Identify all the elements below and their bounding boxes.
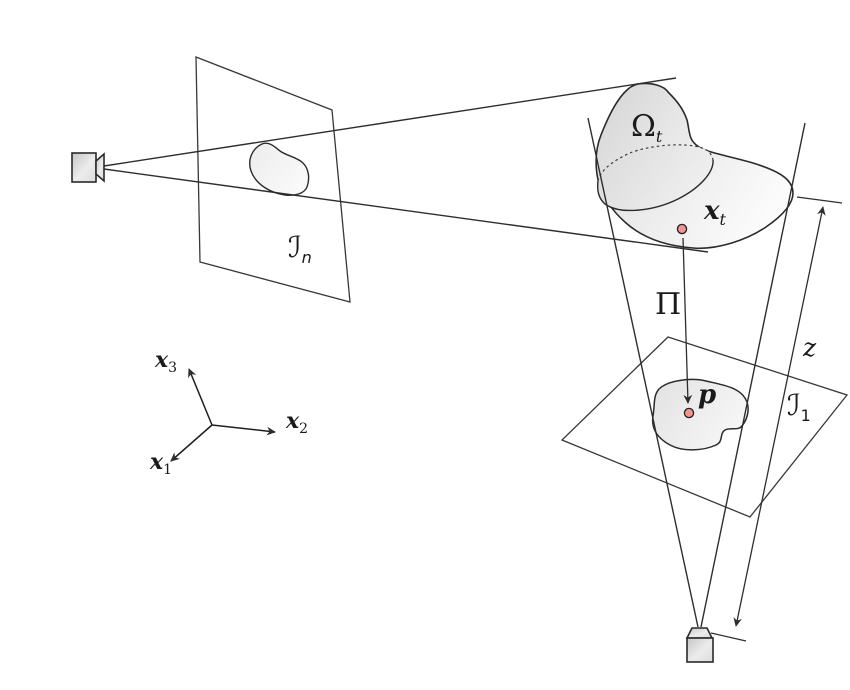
axis-x1-arrow	[170, 424, 213, 462]
label-pi: Π	[655, 287, 681, 322]
camera-n-icon	[71, 152, 105, 183]
silhouette-blob-plane-n	[249, 142, 310, 196]
label-z: z	[802, 333, 817, 362]
ray-camera-n-lower	[103, 168, 709, 253]
label-axis-x1: x1	[149, 449, 172, 478]
silhouette-blob-plane-1	[651, 378, 749, 451]
label-axis-x3: x3	[154, 347, 177, 376]
label-plane-n: ℐn	[288, 230, 312, 267]
label-plane-1: ℐ1	[787, 388, 811, 425]
label-p: p	[698, 380, 716, 410]
region-boundary-solid	[597, 144, 714, 211]
point-x-t	[676, 223, 688, 235]
depth-dimension-line	[733, 206, 826, 627]
point-p	[683, 407, 695, 419]
ray-camera-1-left	[587, 117, 699, 628]
axis-x2-arrow	[211, 424, 276, 436]
depth-tick-top	[796, 196, 843, 204]
projection-arrow	[682, 237, 693, 404]
axis-x3-arrow	[188, 368, 213, 426]
label-omega-t: Ωt	[631, 109, 663, 146]
label-x-t: xt	[703, 196, 727, 229]
region-boundary-front	[596, 159, 714, 212]
camera-1-icon	[685, 627, 714, 663]
world-axes	[170, 368, 276, 462]
depth-tick-bottom	[710, 632, 747, 642]
ray-camera-n-upper	[103, 77, 677, 167]
label-axis-x2: x2	[285, 408, 308, 437]
